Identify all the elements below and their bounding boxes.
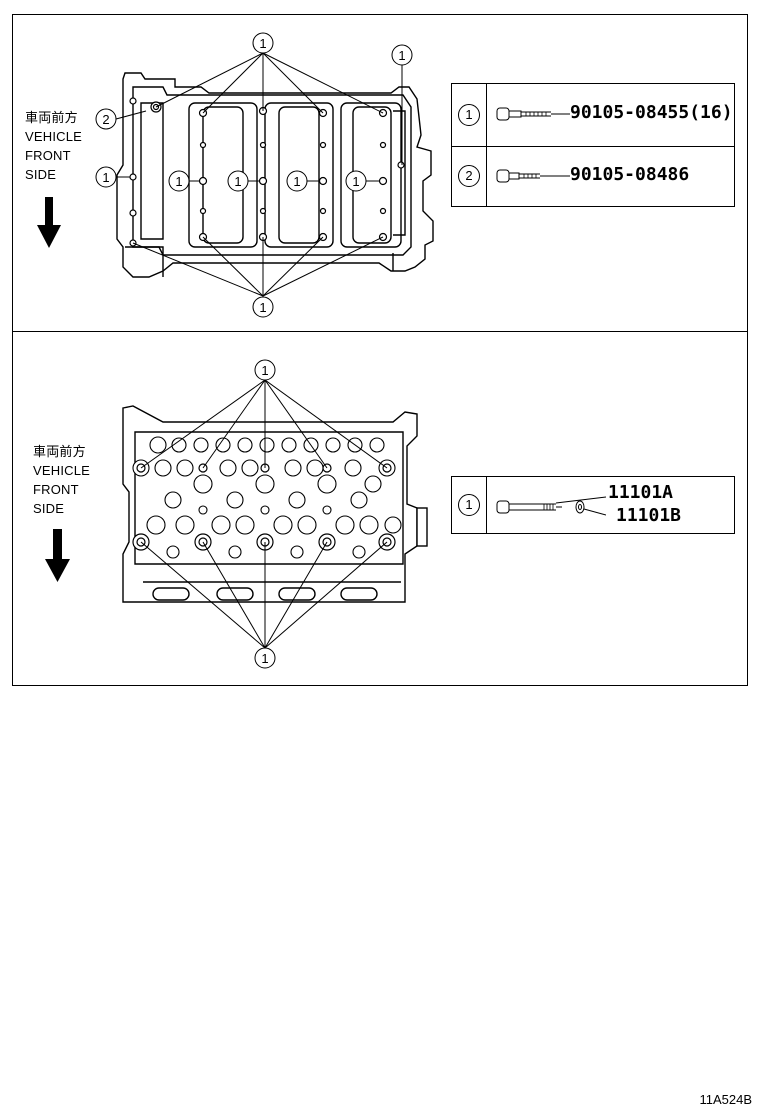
callout-2: 2 — [95, 108, 117, 130]
svg-text:1: 1 — [352, 174, 359, 189]
vehicle-front-side-label: 車両前方 VEHICLE FRONT SIDE — [33, 442, 90, 518]
part-number-90105-08455: 90105-08455(16) — [570, 102, 733, 123]
direction-label-line1: VEHICLE — [25, 129, 83, 144]
svg-text:1: 1 — [261, 363, 268, 378]
callouts: 1 1 2 1 1 1 1 1 1 — [95, 32, 413, 318]
direction-label-line2: FRONT — [25, 148, 71, 163]
top-diagram-panel: 車両前方 VEHICLE FRONT SIDE — [12, 14, 748, 332]
svg-text:1: 1 — [102, 170, 109, 185]
callout-1-top: 1 — [254, 359, 276, 381]
part-number-11101a: 11101A — [608, 482, 674, 503]
parts-legend-top: 1 90105-08455(16) 2 90105-08486 — [451, 83, 735, 207]
part-number-11101b: 11101B — [616, 505, 682, 526]
callouts: 1 1 — [254, 359, 276, 669]
direction-label-line2: FRONT — [33, 482, 79, 497]
bolt-icon — [496, 169, 570, 183]
leader-lines — [115, 52, 403, 297]
svg-text:1: 1 — [398, 48, 405, 63]
cylinder-head-top-view-drawing: 1 1 2 1 1 1 1 1 1 — [37, 32, 434, 318]
svg-text:1: 1 — [293, 174, 300, 189]
down-arrow-icon — [37, 197, 61, 248]
legend-row-2: 2 90105-08486 — [452, 146, 734, 206]
legend-index-1: 1 — [458, 494, 480, 516]
direction-label-jp: 車両前方 — [25, 110, 78, 125]
svg-text:1: 1 — [234, 174, 241, 189]
direction-label-jp: 車両前方 — [33, 444, 86, 459]
svg-text:1: 1 — [261, 651, 268, 666]
callout-1-top: 1 — [252, 32, 274, 54]
head-bolt-and-washer-icon — [496, 496, 606, 516]
document-code: 11A524B — [699, 1092, 752, 1107]
legend-index-1: 1 — [458, 104, 480, 126]
leader-lines — [140, 379, 388, 649]
legend-row-1: 1 11101A 11101B — [452, 477, 734, 533]
direction-label-line3: SIDE — [33, 501, 65, 516]
direction-label-line3: SIDE — [25, 167, 57, 182]
callout-1-cyl1: 1 — [168, 170, 190, 192]
legend-index-2: 2 — [458, 165, 480, 187]
legend-row-1: 1 90105-08455(16) — [452, 84, 734, 147]
callout-1-right: 1 — [391, 44, 413, 66]
bolt-icon — [496, 107, 570, 121]
svg-text:1: 1 — [259, 36, 266, 51]
vehicle-front-side-label: 車両前方 VEHICLE FRONT SIDE — [25, 108, 82, 184]
parts-legend-bottom: 1 11101A 11101B — [451, 476, 735, 534]
callout-1-left: 1 — [95, 166, 117, 188]
cylinder-head-bottom-view-drawing: 1 1 — [45, 359, 428, 669]
bolt-holes — [129, 97, 405, 247]
callout-1-bottom: 1 — [252, 296, 274, 318]
callout-1-bottom: 1 — [254, 647, 276, 669]
bottom-diagram-panel: 車両前方 VEHICLE FRONT SIDE — [12, 331, 748, 686]
direction-label-line1: VEHICLE — [33, 463, 91, 478]
cylinder-head-outline — [122, 405, 428, 603]
svg-text:1: 1 — [175, 174, 182, 189]
svg-text:1: 1 — [259, 300, 266, 315]
svg-text:2: 2 — [102, 112, 109, 127]
callout-1-cyl2: 1 — [227, 170, 249, 192]
port-holes — [132, 436, 402, 559]
part-number-90105-08486: 90105-08486 — [570, 164, 690, 185]
callout-1-cyl4: 1 — [345, 170, 367, 192]
down-arrow-icon — [45, 529, 70, 582]
callout-1-cyl3: 1 — [286, 170, 308, 192]
cylinder-head-outline — [116, 72, 434, 278]
